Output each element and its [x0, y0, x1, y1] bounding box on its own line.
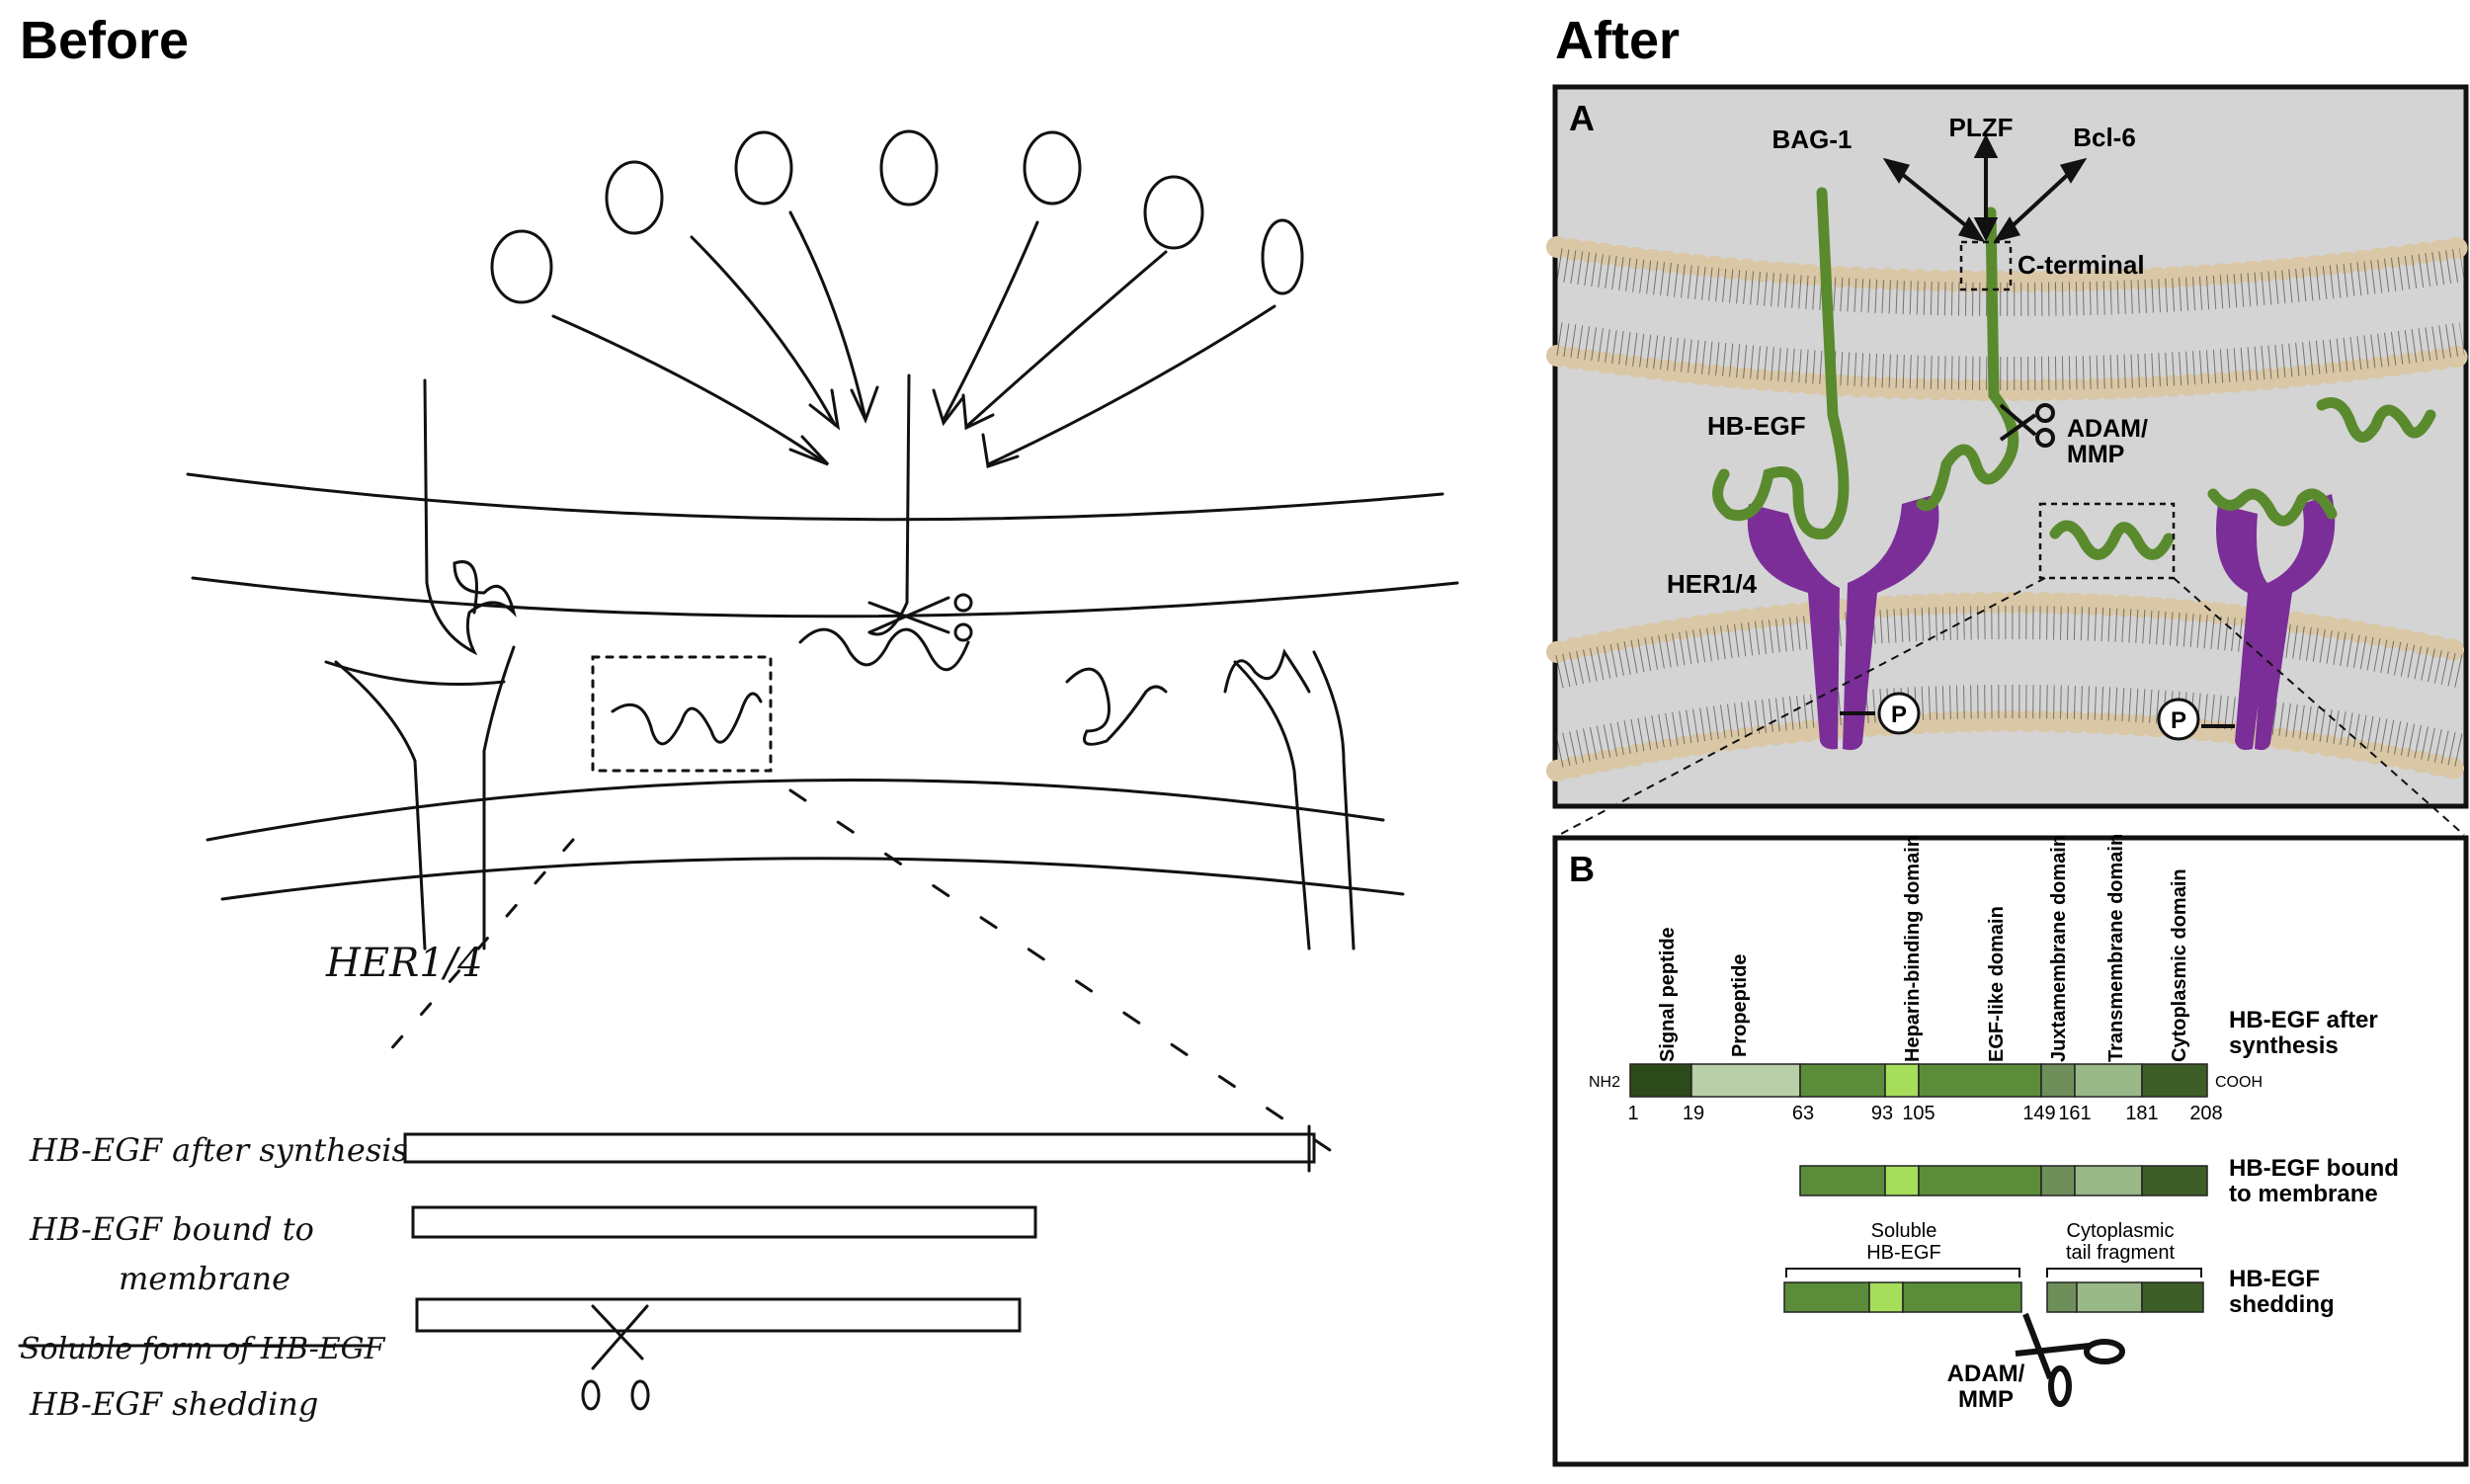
panel-b-frame — [1552, 835, 2469, 1467]
sketch-arrows — [551, 210, 1276, 468]
svg-text:105: 105 — [1902, 1103, 1935, 1124]
receptor-label: HER1/4 — [1667, 569, 1758, 599]
nh2-label: NH2 — [1589, 1074, 1620, 1091]
panel-b-letter: B — [1569, 849, 1595, 889]
soluble-label-2: HB-EGF — [1866, 1242, 1941, 1264]
svg-text:1: 1 — [1627, 1103, 1638, 1124]
c-terminal-box — [1959, 240, 2013, 291]
svg-text:161: 161 — [2058, 1103, 2091, 1124]
sketch-zoom-left — [373, 838, 575, 1069]
svg-text:93: 93 — [1871, 1103, 1893, 1124]
bar-full-length — [1629, 1063, 2208, 1098]
sketch-dashed-box — [591, 655, 773, 773]
hb-egf-label: HB-EGF — [1707, 411, 1806, 441]
sketch-partner-circles — [490, 129, 1304, 304]
domain-label-juxta: Juxtamembrane domain — [2048, 835, 2070, 1062]
sketch-row3-struck: Soluble form of HB-EGF — [20, 1332, 386, 1366]
protease-label-line2: MMP — [2067, 441, 2124, 468]
sketch-bars — [403, 1124, 1316, 1411]
sketch-zoom-right — [788, 788, 1356, 1168]
svg-text:208: 208 — [2189, 1103, 2222, 1124]
domain-labels: Signal peptide Propeptide Heparin-bindin… — [1657, 834, 2190, 1062]
sketch-scissors-top — [867, 593, 973, 642]
protease-b-line2: MMP — [1958, 1386, 2014, 1413]
bar-soluble — [1783, 1281, 2022, 1313]
sketch-membranes — [186, 472, 1459, 901]
svg-text:P: P — [2171, 707, 2186, 734]
ligand-zoom-box — [2038, 502, 2176, 580]
panel-a-letter: A — [1569, 98, 1595, 138]
domain-label-heparin: Heparin-binding domain — [1902, 835, 1924, 1062]
sketch-row3-label: HB-EGF shedding — [29, 1385, 318, 1423]
sketch-her-label: HER1/4 — [325, 941, 483, 986]
row1-label-1: HB-EGF after — [2229, 1007, 2378, 1033]
scissors-icon — [1999, 403, 2055, 448]
panel-a: A — [1546, 84, 2470, 809]
zoom-line-right — [2173, 577, 2465, 836]
sketch-row2-label-2: membrane — [119, 1260, 290, 1297]
svg-text:19: 19 — [1683, 1103, 1704, 1124]
sketch-ligands — [611, 627, 1168, 746]
bar-membrane-bound — [1799, 1165, 2208, 1196]
protease-b-line1: ADAM/ — [1947, 1360, 2025, 1387]
c-terminal-label: C-terminal — [2017, 250, 2145, 280]
cooh-label: COOH — [2215, 1074, 2263, 1091]
receptor-left — [1747, 494, 1939, 751]
sketch-receptors — [324, 373, 1356, 950]
phospho-left: P — [1840, 692, 1921, 735]
brackets — [1785, 1268, 2202, 1278]
protease-label-line1: ADAM/ — [2067, 415, 2148, 443]
partner-bcl6: Bcl-6 — [2073, 123, 2136, 152]
bar-tail-fragment — [2046, 1281, 2204, 1313]
svg-text:149: 149 — [2022, 1103, 2055, 1124]
row2-label-1: HB-EGF bound — [2229, 1155, 2399, 1182]
row3-label-2: shedding — [2229, 1291, 2335, 1318]
tail-label-2: tail fragment — [2066, 1242, 2175, 1264]
after-heading: After — [1555, 11, 1681, 70]
tail-label-1: Cytoplasmic — [2067, 1220, 2175, 1242]
receptor-right — [2216, 494, 2336, 751]
row3-label-1: HB-EGF — [2229, 1266, 2320, 1292]
svg-text:181: 181 — [2125, 1103, 2158, 1124]
domain-label-propeptide: Propeptide — [1729, 954, 1751, 1057]
partner-plzf: PLZF — [1949, 113, 2014, 142]
scissors-large-icon — [2015, 1312, 2125, 1407]
row1-label-2: synthesis — [2229, 1032, 2339, 1059]
soluble-label-1: Soluble — [1871, 1220, 1937, 1242]
domain-label-signal: Signal peptide — [1657, 927, 1679, 1062]
row2-label-2: to membrane — [2229, 1181, 2378, 1207]
svg-text:63: 63 — [1792, 1103, 1814, 1124]
hand-sketch — [18, 129, 1459, 1411]
sketch-row1-label: HB-EGF after synthesis — [29, 1131, 408, 1169]
svg-text:P: P — [1891, 701, 1907, 728]
panel-b: B Signal peptide Propeptide Heparin-bind… — [1552, 834, 2469, 1467]
before-heading: Before — [20, 11, 190, 70]
domain-label-cyto: Cytoplasmic domain — [2169, 868, 2190, 1062]
zoom-line-left — [1558, 577, 2046, 836]
domain-label-tm: Transmembrane domain — [2105, 834, 2127, 1062]
position-numbers: 1 19 63 93 105 149 161 181 208 — [1627, 1103, 2222, 1124]
sketch-row2-label: HB-EGF bound to — [29, 1210, 314, 1248]
partner-arrows — [1882, 133, 2088, 243]
phospho-right: P — [2157, 698, 2235, 741]
domain-label-egf: EGF-like domain — [1986, 906, 2008, 1062]
lower-membrane — [1546, 592, 2470, 782]
partner-bag1: BAG-1 — [1772, 124, 1852, 154]
